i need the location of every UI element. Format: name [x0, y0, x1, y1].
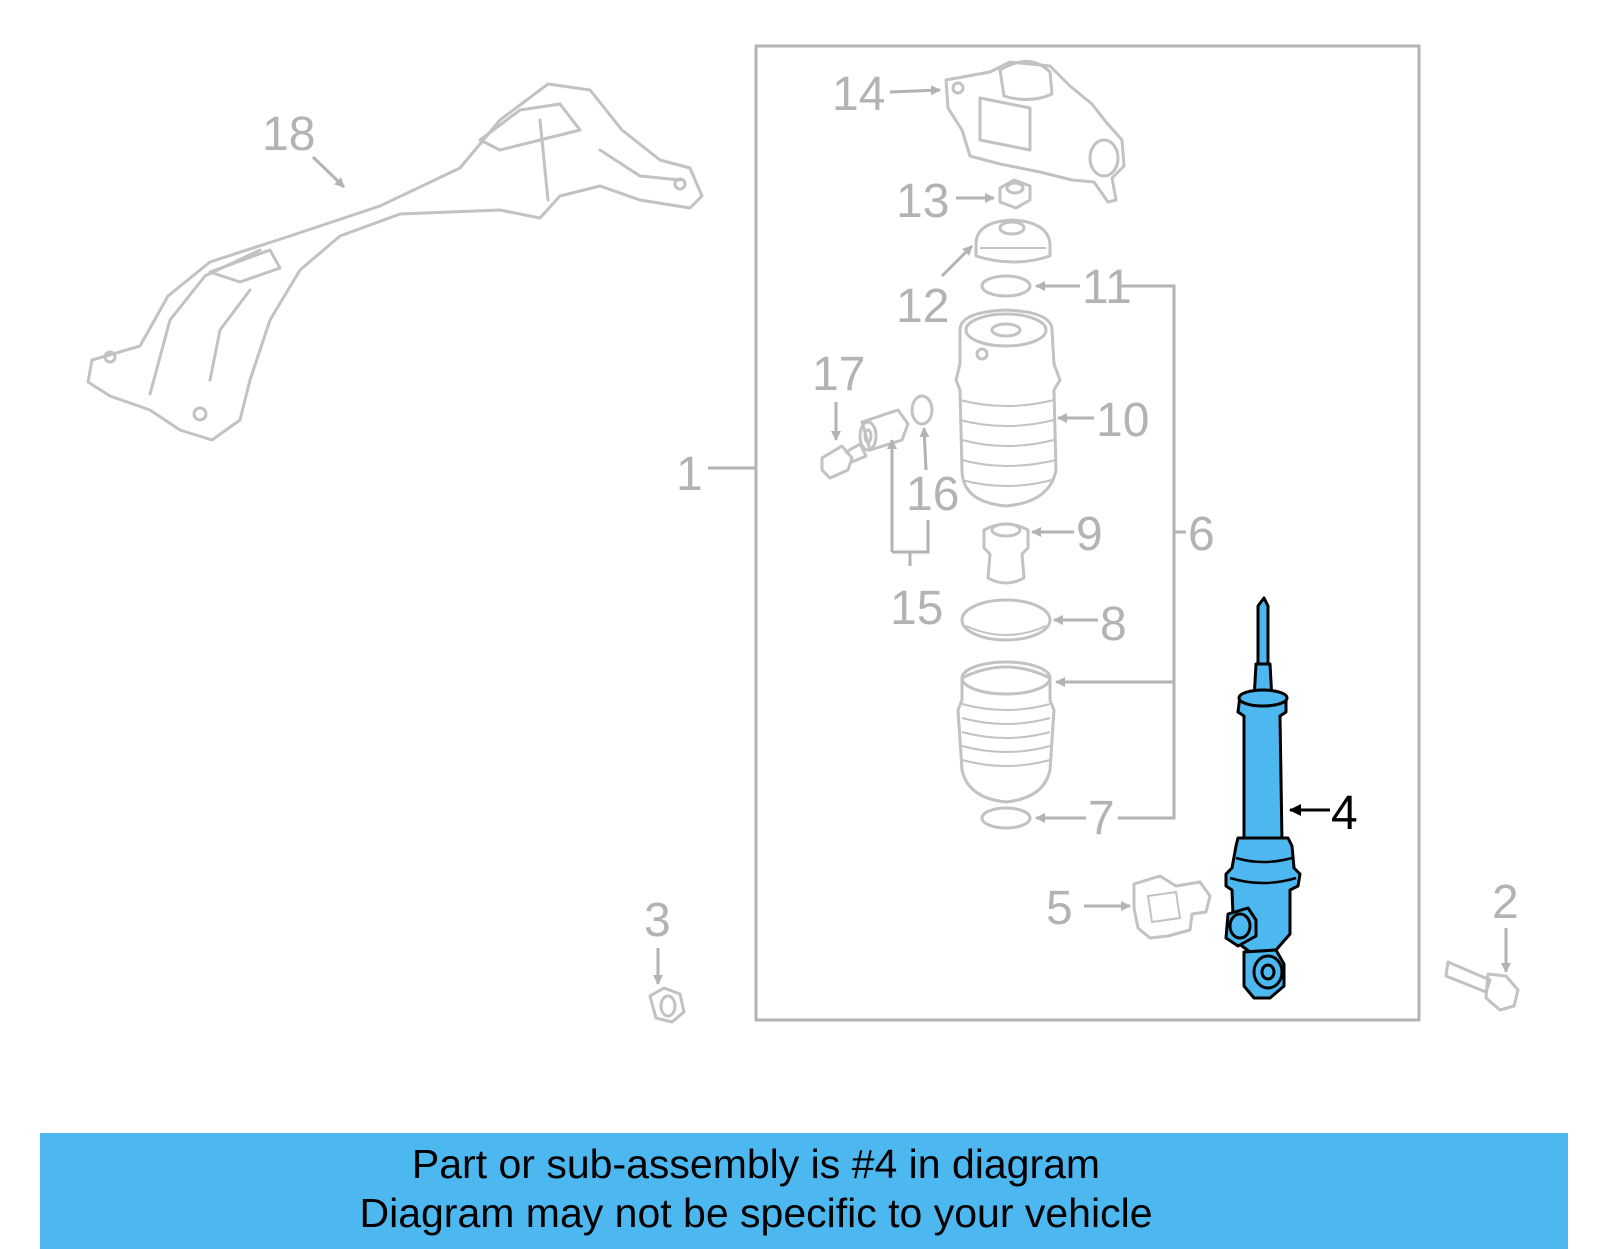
callout-15: 15 [890, 582, 943, 635]
part-17-fitting [820, 442, 868, 480]
callout-6: 6 [1188, 508, 1215, 561]
part-16-seal [910, 394, 934, 426]
leader-6-bracket [1118, 284, 1186, 820]
callout-1: 1 [676, 448, 703, 501]
callout-5: 5 [1046, 882, 1073, 935]
part-13-nut [998, 178, 1032, 210]
leader-14 [889, 85, 941, 96]
callout-18: 18 [262, 108, 315, 161]
part-11-ring [980, 274, 1032, 298]
part-7-ring [980, 806, 1032, 830]
part-8-clamp-ring [960, 598, 1052, 642]
part-18-crossmember [86, 82, 704, 442]
callout-17: 17 [812, 348, 865, 401]
part-2-bolt [1444, 960, 1520, 1012]
leader-18 [311, 155, 346, 189]
callout-3: 3 [644, 894, 671, 947]
leader-15-bracket [890, 450, 930, 566]
callout-2: 2 [1492, 876, 1519, 929]
callout-12: 12 [896, 280, 949, 333]
callout-13: 13 [896, 175, 949, 228]
callout-4: 4 [1331, 787, 1358, 840]
banner-line-1: Part or sub-assembly is #4 in diagram [411, 1141, 1101, 1187]
callout-7: 7 [1088, 792, 1115, 845]
callout-10: 10 [1096, 394, 1149, 447]
callout-8: 8 [1100, 598, 1127, 651]
banner-line-2: Diagram may not be specific to your vehi… [359, 1190, 1153, 1236]
part-4-shock-absorber [1224, 596, 1302, 1000]
part-15-connector [858, 408, 910, 452]
callout-9: 9 [1076, 508, 1103, 561]
part-12-bearing [974, 218, 1052, 264]
info-banner: Part or sub-assembly is #4 in diagram Di… [40, 1133, 1568, 1249]
leader-16 [919, 427, 930, 471]
callout-14: 14 [832, 68, 885, 121]
part-6-bellows [956, 660, 1056, 804]
leader-12 [940, 244, 974, 278]
part-9-bump-stop [982, 522, 1030, 585]
assembly-frame [754, 44, 1421, 1022]
callout-16: 16 [906, 468, 959, 521]
part-5-bracket [1132, 874, 1212, 940]
part-14-upper-mount [944, 60, 1126, 204]
part-3-nut [648, 986, 686, 1024]
part-10-air-spring [954, 308, 1062, 508]
